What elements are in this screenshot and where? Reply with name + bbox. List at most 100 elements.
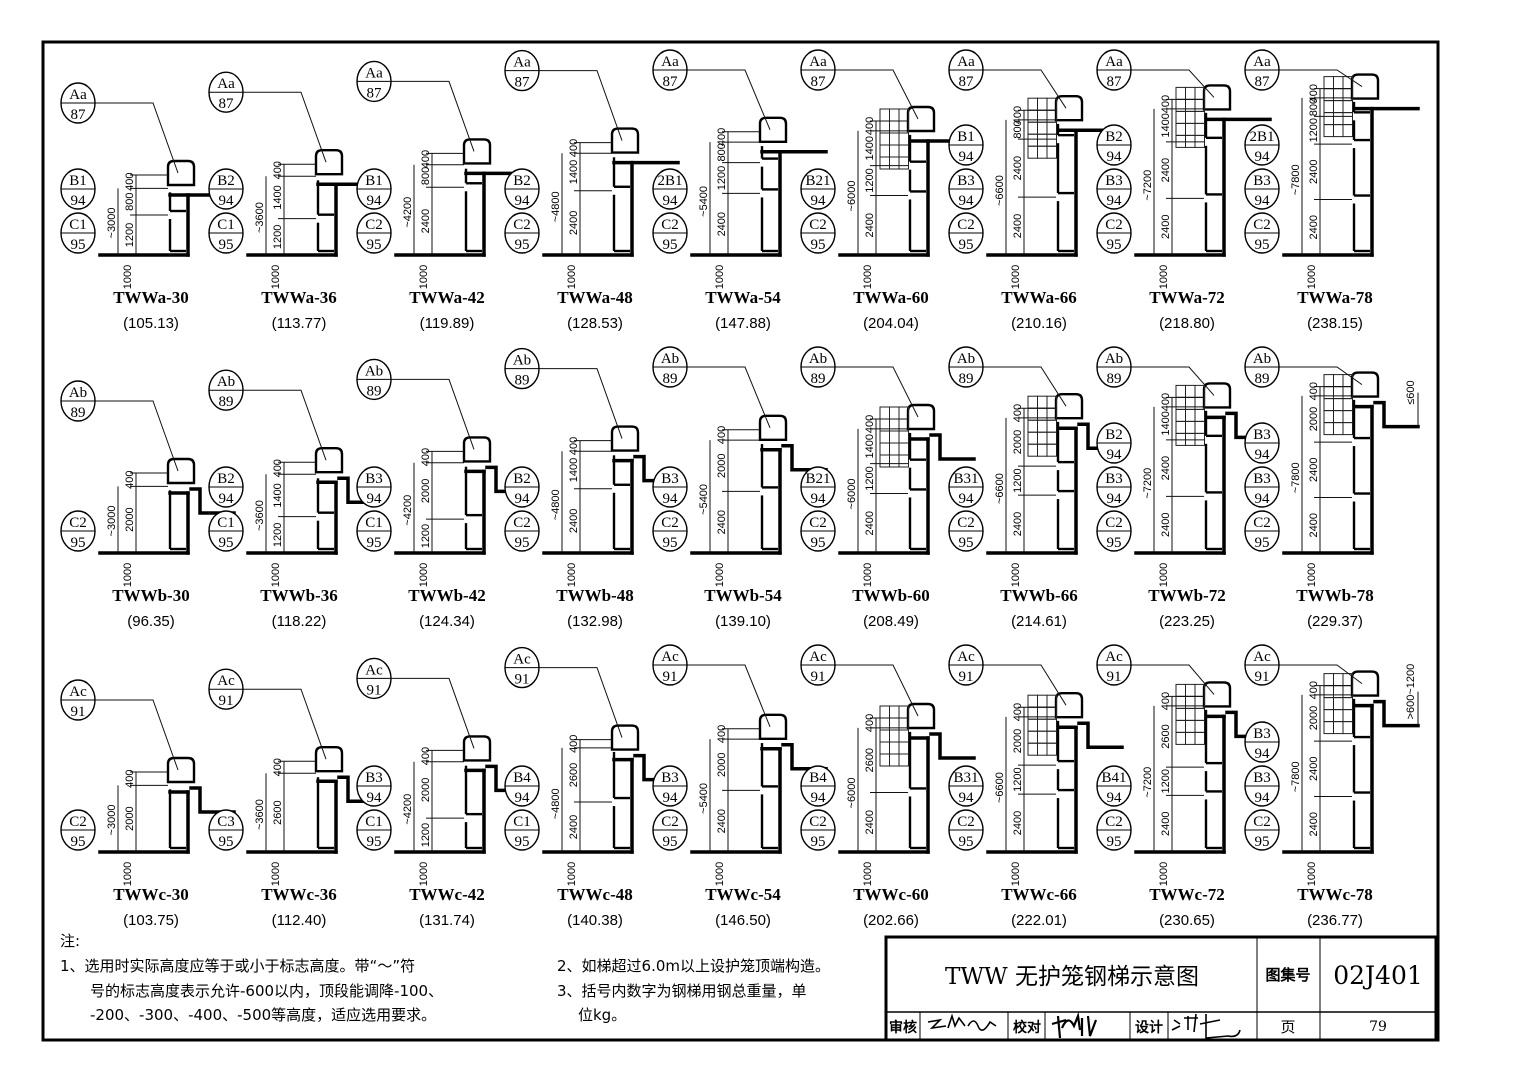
segment-dimension-label: 400: [272, 758, 284, 776]
segment-dimension-label: 2600: [1160, 724, 1172, 748]
ladder-top-cap: [1202, 681, 1232, 708]
ladder-model-label: TWWa-48: [557, 288, 633, 307]
leader-line: [95, 400, 179, 472]
segment-dimension-label: 2600: [864, 748, 876, 772]
callout-detail-ref: B3: [365, 471, 383, 487]
segment-dimension-label: 400: [1160, 692, 1172, 710]
callout-page-ref: 94: [811, 491, 827, 507]
callout-page-ref: 95: [515, 237, 530, 253]
callout-detail-ref: Ac: [69, 684, 87, 700]
base-dimension-label: 1000: [270, 265, 282, 289]
ladder-model-label: TWWb-72: [1148, 586, 1225, 605]
callout-detail-ref: Ac: [513, 652, 531, 668]
segment-dimension-label: 2600: [272, 800, 284, 824]
callout-page-ref: 89: [1107, 371, 1122, 387]
segment-dimension-label: 2000: [124, 507, 136, 531]
sheet-frame: [41, 40, 1440, 1042]
segment-dimension-label: 2400: [568, 509, 580, 533]
segment-dimension-label: 2400: [420, 209, 432, 233]
total-height-label: ~6600: [994, 175, 1006, 206]
callout-detail-ref: C2: [365, 217, 383, 233]
ladder-model-label: TWWc-78: [1297, 885, 1373, 904]
base-dimension-label: 1000: [1158, 265, 1170, 289]
ladder-top-cap: [314, 149, 344, 176]
callout-detail-ref: Aa: [957, 54, 975, 70]
callout-detail-ref: C1: [365, 814, 383, 830]
atlas-number: 02J401: [1333, 961, 1423, 990]
callout-page-ref: 95: [71, 535, 86, 551]
callout-page-ref: 87: [663, 74, 679, 90]
callout-page-ref: 94: [219, 193, 235, 209]
callout-page-ref: 94: [367, 790, 383, 806]
callout-page-ref: 95: [663, 834, 678, 850]
safety-cage-grid: [1323, 374, 1353, 436]
callout-detail-ref: B2: [1105, 427, 1123, 443]
callout-page-ref: 91: [515, 672, 530, 688]
safety-cage-grid: [1323, 76, 1353, 138]
callout-page-ref: 95: [219, 237, 234, 253]
total-height-label: ~3600: [254, 202, 266, 233]
ladder-model-label: TWWc-36: [261, 885, 337, 904]
platform-line: [760, 444, 828, 472]
callout-page-ref: 87: [219, 96, 235, 112]
total-height-label: ~7200: [1142, 468, 1154, 499]
safety-cage-grid: [1175, 86, 1205, 148]
total-height-label: ~5400: [698, 484, 710, 515]
callout-detail-ref: C2: [513, 515, 531, 531]
ladder-twwa-60: 400140012002400~60001000Aa87C295B2194TWW…: [800, 49, 976, 332]
ladder-weight-label: (210.16): [1011, 315, 1067, 332]
callout-detail-ref: B21: [805, 173, 830, 189]
callout-detail-ref: Ab: [1105, 351, 1123, 367]
segment-dimension-label: 800: [716, 143, 728, 161]
leader-line: [243, 688, 327, 760]
segment-dimension-label: 400: [420, 150, 432, 168]
ladder-model-label: TWWc-60: [853, 885, 929, 904]
ladder-top-cap: [1054, 393, 1084, 420]
callout-detail-ref: B3: [661, 471, 679, 487]
ladder-twwb-78: 400200024002400~78001000≤600Ab89C295B394…: [1244, 346, 1420, 630]
platform-line: [908, 732, 976, 760]
ladder-model-label: TWWa-30: [113, 288, 189, 307]
note-2: 2、如梯超过6.0m以上设护笼顶端构造。: [557, 957, 830, 975]
callout-page-ref: 94: [811, 790, 827, 806]
ladder-top-cap: [462, 138, 492, 165]
leader-line: [983, 664, 1067, 706]
callout-page-ref: 95: [959, 535, 974, 551]
callout-detail-ref: C2: [809, 814, 827, 830]
review-label: 审核: [889, 1019, 917, 1036]
callout-page-ref: 95: [663, 535, 678, 551]
segment-dimension-label: 2400: [1308, 513, 1320, 537]
ladder-twwa-78: 400800120024002400~78001000Aa87C295B3942…: [1244, 49, 1420, 332]
segment-dimension-label: 1200: [864, 466, 876, 490]
ladder-model-label: TWWb-60: [852, 586, 929, 605]
segment-dimension-label: 1400: [272, 483, 284, 507]
base-dimension-label: 1000: [122, 563, 134, 587]
segment-dimension-label: 400: [1012, 404, 1024, 422]
segment-dimension-label: 400: [568, 139, 580, 157]
total-height-label: ~4200: [402, 794, 414, 825]
segment-dimension-label: 1400: [864, 136, 876, 160]
